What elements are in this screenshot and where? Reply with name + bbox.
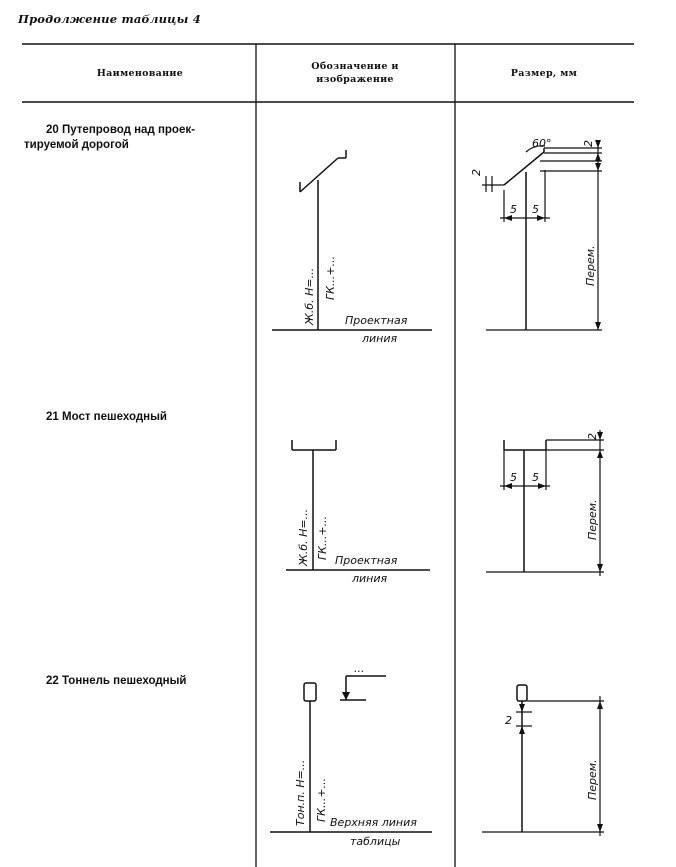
footbridge-dim-a: 5: [510, 471, 517, 484]
tunnel-baseline-text-1: Верхняя линия: [330, 816, 417, 829]
tunnel-baseline-text-2: таблицы: [350, 835, 401, 848]
row-title-line2: тируемой дорогой: [24, 139, 129, 151]
overpass-angle: 60°: [532, 137, 552, 150]
table-continuation-caption: Продолжение таблицы 4: [18, 12, 201, 26]
tunnel-dim-left: 2: [505, 714, 512, 727]
footbridge-baseline-text-1: Проектная: [335, 554, 398, 567]
overpass-dim-a: 5: [510, 203, 517, 216]
footbridge-size-scheme: [486, 430, 604, 576]
row-number: 22: [46, 675, 59, 687]
tunnel-vertical-text-1: Тон.п. H=...: [294, 760, 307, 826]
overpass-baseline-text-1: Проектная: [345, 314, 408, 327]
column-header-name: Наименование: [96, 67, 184, 79]
overpass-size-scheme: [482, 140, 602, 331]
row-title-line1: Тоннель пешеходный: [62, 675, 187, 687]
column-header-sign-line2: изображение: [316, 74, 394, 85]
column-header-sign: Обозначение и изображение: [256, 45, 454, 101]
overpass-baseline-text-2: линия: [361, 332, 398, 345]
tunnel-sign: [270, 675, 432, 833]
overpass-vertical-text-1: Ж.б. H=...: [303, 268, 316, 326]
footbridge-sign: [286, 440, 430, 571]
footbridge-baseline-text-2: линия: [351, 572, 388, 585]
footbridge-vertical-text-1: Ж.б. H=...: [297, 509, 310, 567]
row-label-pedestrian-tunnel: 22 Тоннель пешеходный: [24, 674, 254, 689]
footbridge-dim-top: 2: [586, 433, 599, 440]
dimension-arrowheads: [342, 140, 603, 832]
row-number: 21: [46, 411, 59, 423]
overpass-vertical-text-2: ГК...+...: [324, 256, 337, 300]
overpass-sign: [272, 150, 432, 331]
tunnel-variable-size: Перем.: [586, 759, 599, 800]
row-number: 20: [46, 124, 59, 136]
row-label-overpass: 20 Путепровод над проек- тируемой дорого…: [24, 123, 254, 153]
row-title-line1: Мост пешеходный: [62, 411, 167, 423]
column-header-size: Размер, мм: [510, 67, 578, 79]
footbridge-vertical-text-2: ГК...+...: [316, 516, 329, 560]
overpass-dim-b: 5: [532, 203, 539, 216]
tunnel-top-text: ...: [354, 662, 365, 675]
row-label-footbridge: 21 Мост пешеходный: [24, 410, 254, 425]
footbridge-variable-size: Перем.: [586, 499, 599, 540]
tunnel-size-scheme: [482, 684, 604, 836]
tunnel-vertical-text-2: ГК...+...: [315, 778, 328, 822]
overpass-variable-size: Перем.: [584, 245, 597, 286]
column-header-sign-line1: Обозначение и: [311, 61, 399, 72]
row-title-line1: Путепровод над проек-: [62, 124, 195, 136]
overpass-dim-left: 2: [470, 169, 483, 176]
overpass-dim-top: 2: [582, 140, 595, 147]
footbridge-dim-b: 5: [532, 471, 539, 484]
